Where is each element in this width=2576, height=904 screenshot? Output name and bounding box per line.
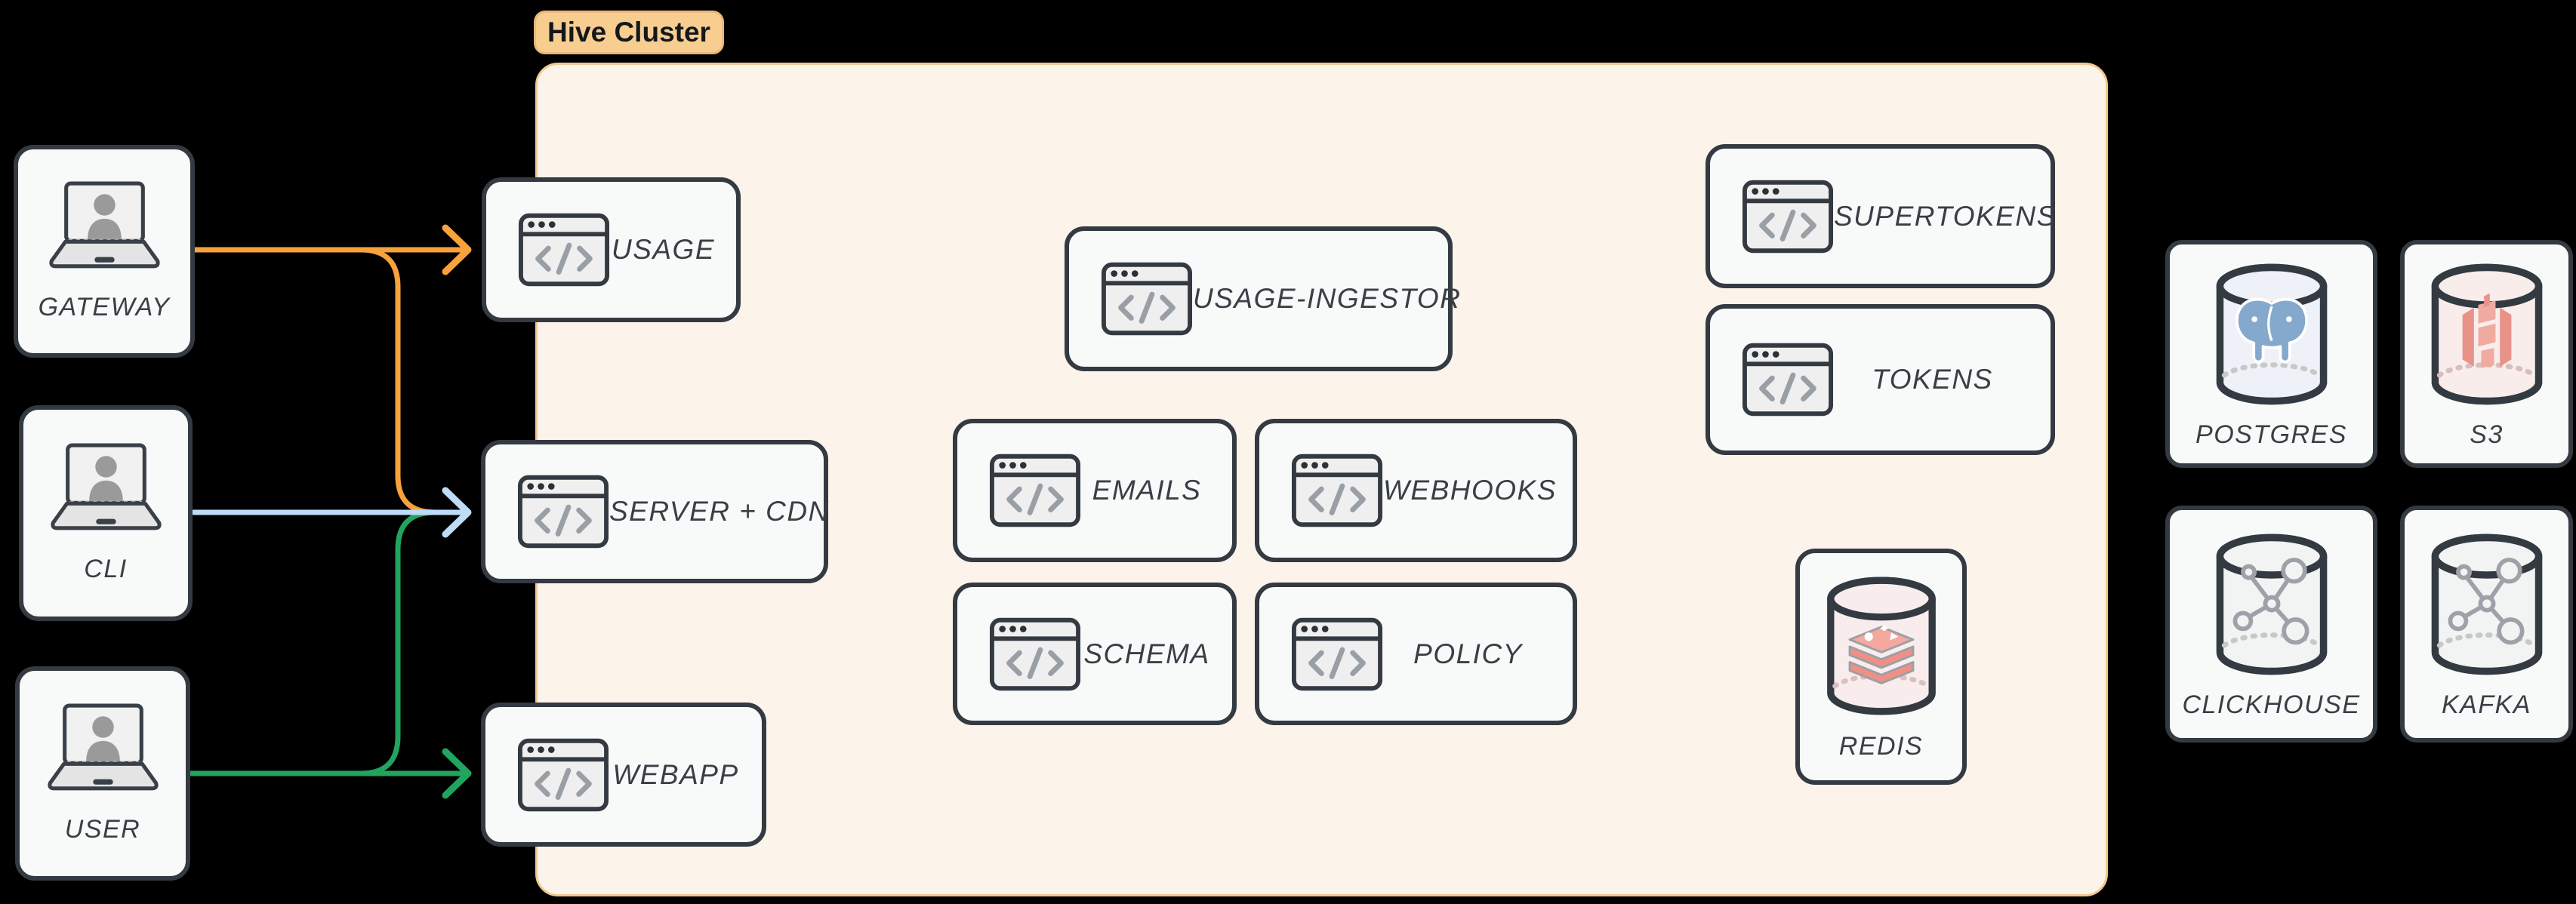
code-window-icon	[517, 474, 609, 549]
laptop-user-icon	[42, 181, 167, 273]
node-label: USER	[64, 814, 141, 844]
arrowhead-server	[442, 487, 472, 538]
node-label: REDIS	[1838, 732, 1924, 761]
node-label: SUPERTOKENS	[1834, 200, 2057, 232]
edge-user-server-branch	[358, 509, 455, 776]
node-label: SCHEMA	[1083, 638, 1210, 669]
node-emails: EMAILS	[953, 419, 1237, 562]
node-label: S3	[2470, 420, 2504, 449]
s3-cylinder-icon	[2422, 259, 2552, 410]
node-schema: SCHEMA	[953, 583, 1237, 725]
molecule-cylinder-icon	[2422, 529, 2552, 680]
node-webhooks: WEBHOOKS	[1255, 419, 1577, 562]
node-gateway: GATEWAY	[14, 145, 195, 358]
node-label: WEBAPP	[612, 758, 739, 790]
arrowhead-usage	[442, 224, 472, 275]
node-label: CLI	[84, 554, 128, 583]
laptop-user-icon	[41, 703, 165, 795]
code-window-icon	[1742, 179, 1834, 254]
arrowhead-webapp	[442, 748, 472, 799]
code-window-icon	[517, 737, 609, 813]
code-window-icon	[1291, 453, 1383, 528]
node-s3: S3	[2400, 240, 2573, 468]
node-webapp: WEBAPP	[481, 703, 766, 847]
edge-gateway-server-branch	[358, 247, 457, 515]
node-usage: USAGE	[482, 177, 741, 322]
node-label: GATEWAY	[38, 292, 171, 321]
code-window-icon	[1101, 261, 1193, 337]
node-label: TOKENS	[1872, 364, 1993, 395]
node-cli: CLI	[19, 405, 193, 621]
node-usage-ingestor: USAGE-INGESTOR	[1065, 226, 1460, 371]
node-supertokens: SUPERTOKENS	[1706, 144, 2055, 288]
code-window-icon	[1742, 342, 1834, 417]
code-window-icon	[1291, 617, 1383, 692]
node-label: KAFKA	[2442, 690, 2531, 719]
node-kafka: KAFKA	[2400, 506, 2573, 743]
node-label: CLICKHOUSE	[2182, 690, 2361, 719]
node-clickhouse: CLICKHOUSE	[2165, 506, 2377, 743]
node-server-cdn: SERVER + CDN	[481, 440, 828, 583]
redis-cylinder-icon	[1818, 572, 1945, 720]
code-window-icon	[518, 212, 610, 287]
cluster-badge: Hive Cluster	[534, 11, 724, 54]
node-user: USER	[15, 666, 190, 881]
node-policy: POLICY	[1255, 583, 1577, 725]
laptop-user-icon	[44, 443, 168, 535]
node-label: USAGE-INGESTOR	[1193, 283, 1462, 314]
node-redis: REDIS	[1795, 549, 1967, 785]
code-window-icon	[989, 453, 1081, 528]
node-label: POLICY	[1413, 638, 1523, 669]
node-label: EMAILS	[1092, 475, 1202, 506]
node-label: POSTGRES	[2195, 420, 2347, 449]
node-label: SERVER + CDN	[609, 496, 830, 527]
code-window-icon	[989, 617, 1081, 692]
molecule-cylinder-icon	[2207, 529, 2337, 680]
node-label: USAGE	[611, 234, 716, 265]
postgres-cylinder-icon	[2207, 259, 2337, 410]
node-label: WEBHOOKS	[1383, 475, 1557, 506]
node-postgres: POSTGRES	[2165, 240, 2377, 468]
node-tokens: TOKENS	[1706, 304, 2055, 455]
